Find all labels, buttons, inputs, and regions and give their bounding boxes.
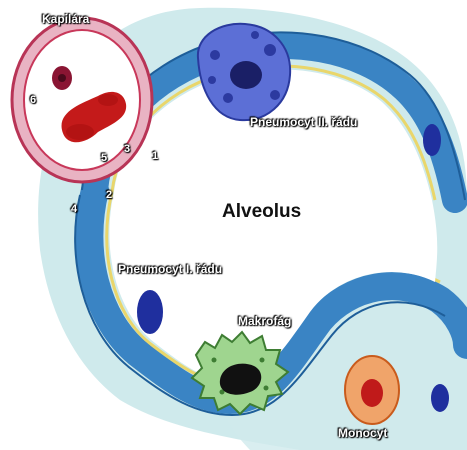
label-makrofag: Makrofág bbox=[238, 314, 291, 328]
monocyte bbox=[345, 356, 399, 424]
pneumocyte-type-1-nucleus bbox=[137, 290, 163, 334]
wall-nucleus-bottom-right bbox=[431, 384, 449, 412]
label-number-2: 2 bbox=[106, 189, 112, 201]
wall-nucleus-right bbox=[423, 124, 441, 156]
label-number-1: 1 bbox=[152, 150, 158, 162]
label-number-6: 6 bbox=[30, 94, 36, 106]
label-kapilara: Kapilára bbox=[42, 12, 89, 26]
label-number-3: 3 bbox=[124, 143, 130, 155]
label-number-4: 4 bbox=[71, 203, 77, 215]
label-pneumocyte-type-2: Pneumocyt II. řádu bbox=[250, 115, 357, 129]
label-pneumocyte-type-1: Pneumocyt I. řádu bbox=[118, 262, 222, 276]
label-alveolus: Alveolus bbox=[222, 201, 301, 223]
label-monocyt: Monocyt bbox=[338, 426, 387, 440]
label-number-5: 5 bbox=[101, 152, 107, 164]
